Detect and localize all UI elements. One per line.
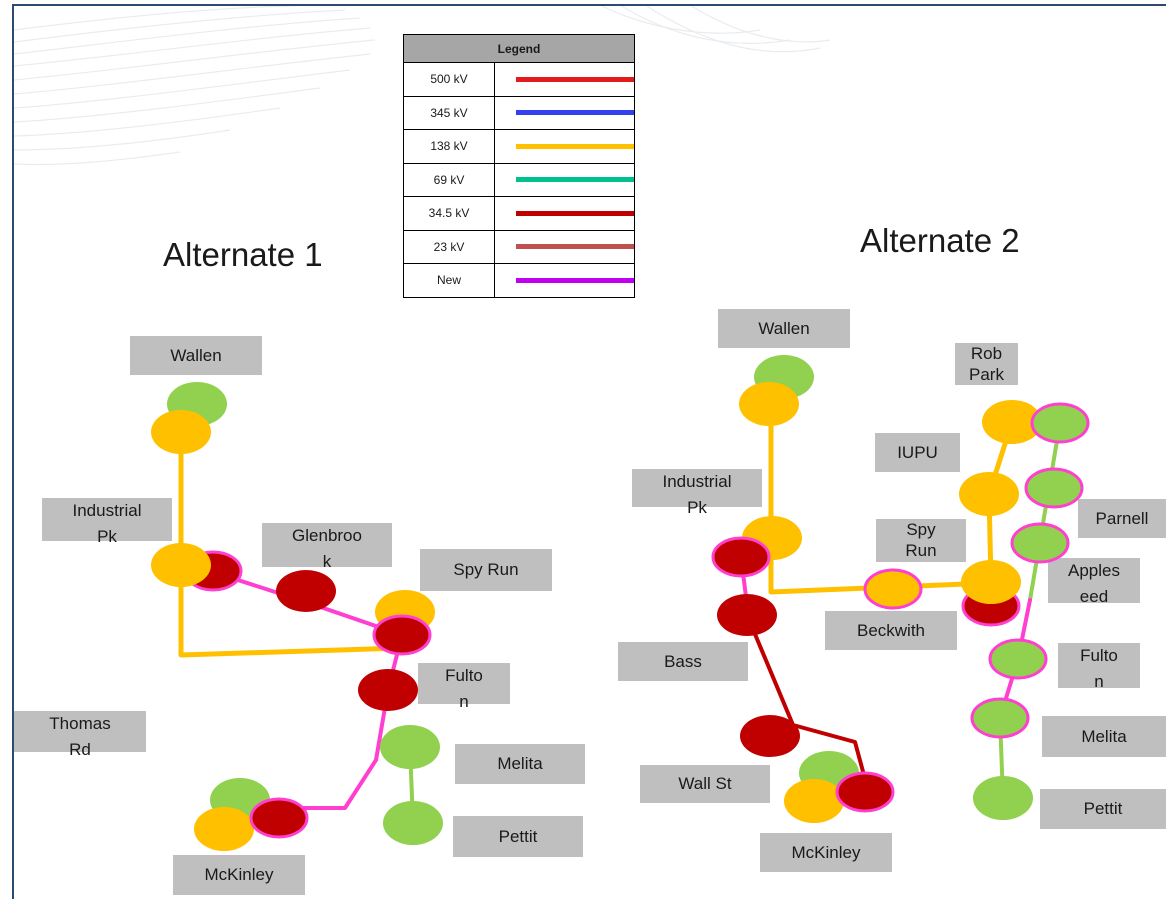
alt2-label-rob-park: Rob Park	[955, 343, 1018, 385]
slide-frame-top	[12, 4, 1166, 6]
alt1-label-mckinley: McKinley	[173, 855, 305, 895]
legend-swatch-34-5kv	[516, 210, 634, 216]
legend-label-new: New	[403, 263, 495, 298]
legend-swatch-new	[516, 277, 634, 283]
alt2-label-melita: Melita	[1042, 716, 1166, 757]
legend-swatch-500kv	[516, 76, 634, 82]
alt2-label-wallen: Wallen	[718, 309, 850, 348]
legend-row: 34.5 kV	[403, 196, 635, 231]
alt1-label-thomas-rd: Thomas Rd	[14, 711, 146, 759]
legend-table: Legend 500 kV 345 kV 138 kV 69 kV 34.5 k…	[403, 34, 635, 298]
alt2-label-spy-run: Spy Run	[876, 519, 966, 562]
alt2-label-pettit: Pettit	[1040, 789, 1166, 829]
alt2-label-fulton: Fulto n	[1058, 643, 1140, 691]
alt1-label-fulton: Fulto n	[418, 663, 510, 711]
legend-row: 500 kV	[403, 62, 635, 97]
alt2-label-parnell: Parnell	[1078, 499, 1166, 538]
alt1-label-glenbrook: Glenbroo k	[262, 523, 392, 571]
alt2-label-industrial-pk: Industrial Pk	[632, 469, 762, 517]
alternate-2-title: Alternate 2	[860, 222, 1020, 259]
alt1-label-spy-run: Spy Run	[420, 549, 552, 591]
legend-row: 69 kV	[403, 162, 635, 197]
alt1-label-pettit: Pettit	[453, 816, 583, 857]
legend-row: New	[403, 263, 635, 298]
alt1-label-wallen: Wallen	[130, 336, 262, 375]
alt2-label-appleseed: Apples eed	[1048, 558, 1140, 606]
alt2-label-wall-st: Wall St	[640, 765, 770, 803]
alt2-label-iupu: IUPU	[875, 433, 960, 472]
legend-title: Legend	[403, 34, 635, 63]
alt2-label-bass: Bass	[618, 642, 748, 681]
alternate-1-title: Alternate 1	[163, 236, 323, 273]
slide-frame-left	[12, 4, 14, 899]
legend-label-34-5kv: 34.5 kV	[403, 196, 495, 231]
alt2-label-mckinley: McKinley	[760, 833, 892, 872]
legend-row: 23 kV	[403, 229, 635, 264]
alt1-label-industrial-pk: Industrial Pk	[42, 498, 172, 546]
legend-swatch-23kv	[516, 244, 634, 250]
legend-label-23kv: 23 kV	[403, 229, 495, 264]
alt2-label-beckwith: Beckwith	[825, 611, 957, 650]
legend-row: 138 kV	[403, 129, 635, 164]
legend-label-138kv: 138 kV	[403, 129, 495, 164]
legend-swatch-345kv	[516, 110, 634, 116]
legend-label-345kv: 345 kV	[403, 95, 495, 130]
alt1-label-melita: Melita	[455, 744, 585, 784]
legend-swatch-69kv	[516, 177, 634, 183]
legend-label-69kv: 69 kV	[403, 162, 495, 197]
legend-label-500kv: 500 kV	[403, 62, 495, 97]
legend-row: 345 kV	[403, 95, 635, 130]
legend-swatch-138kv	[516, 143, 634, 149]
